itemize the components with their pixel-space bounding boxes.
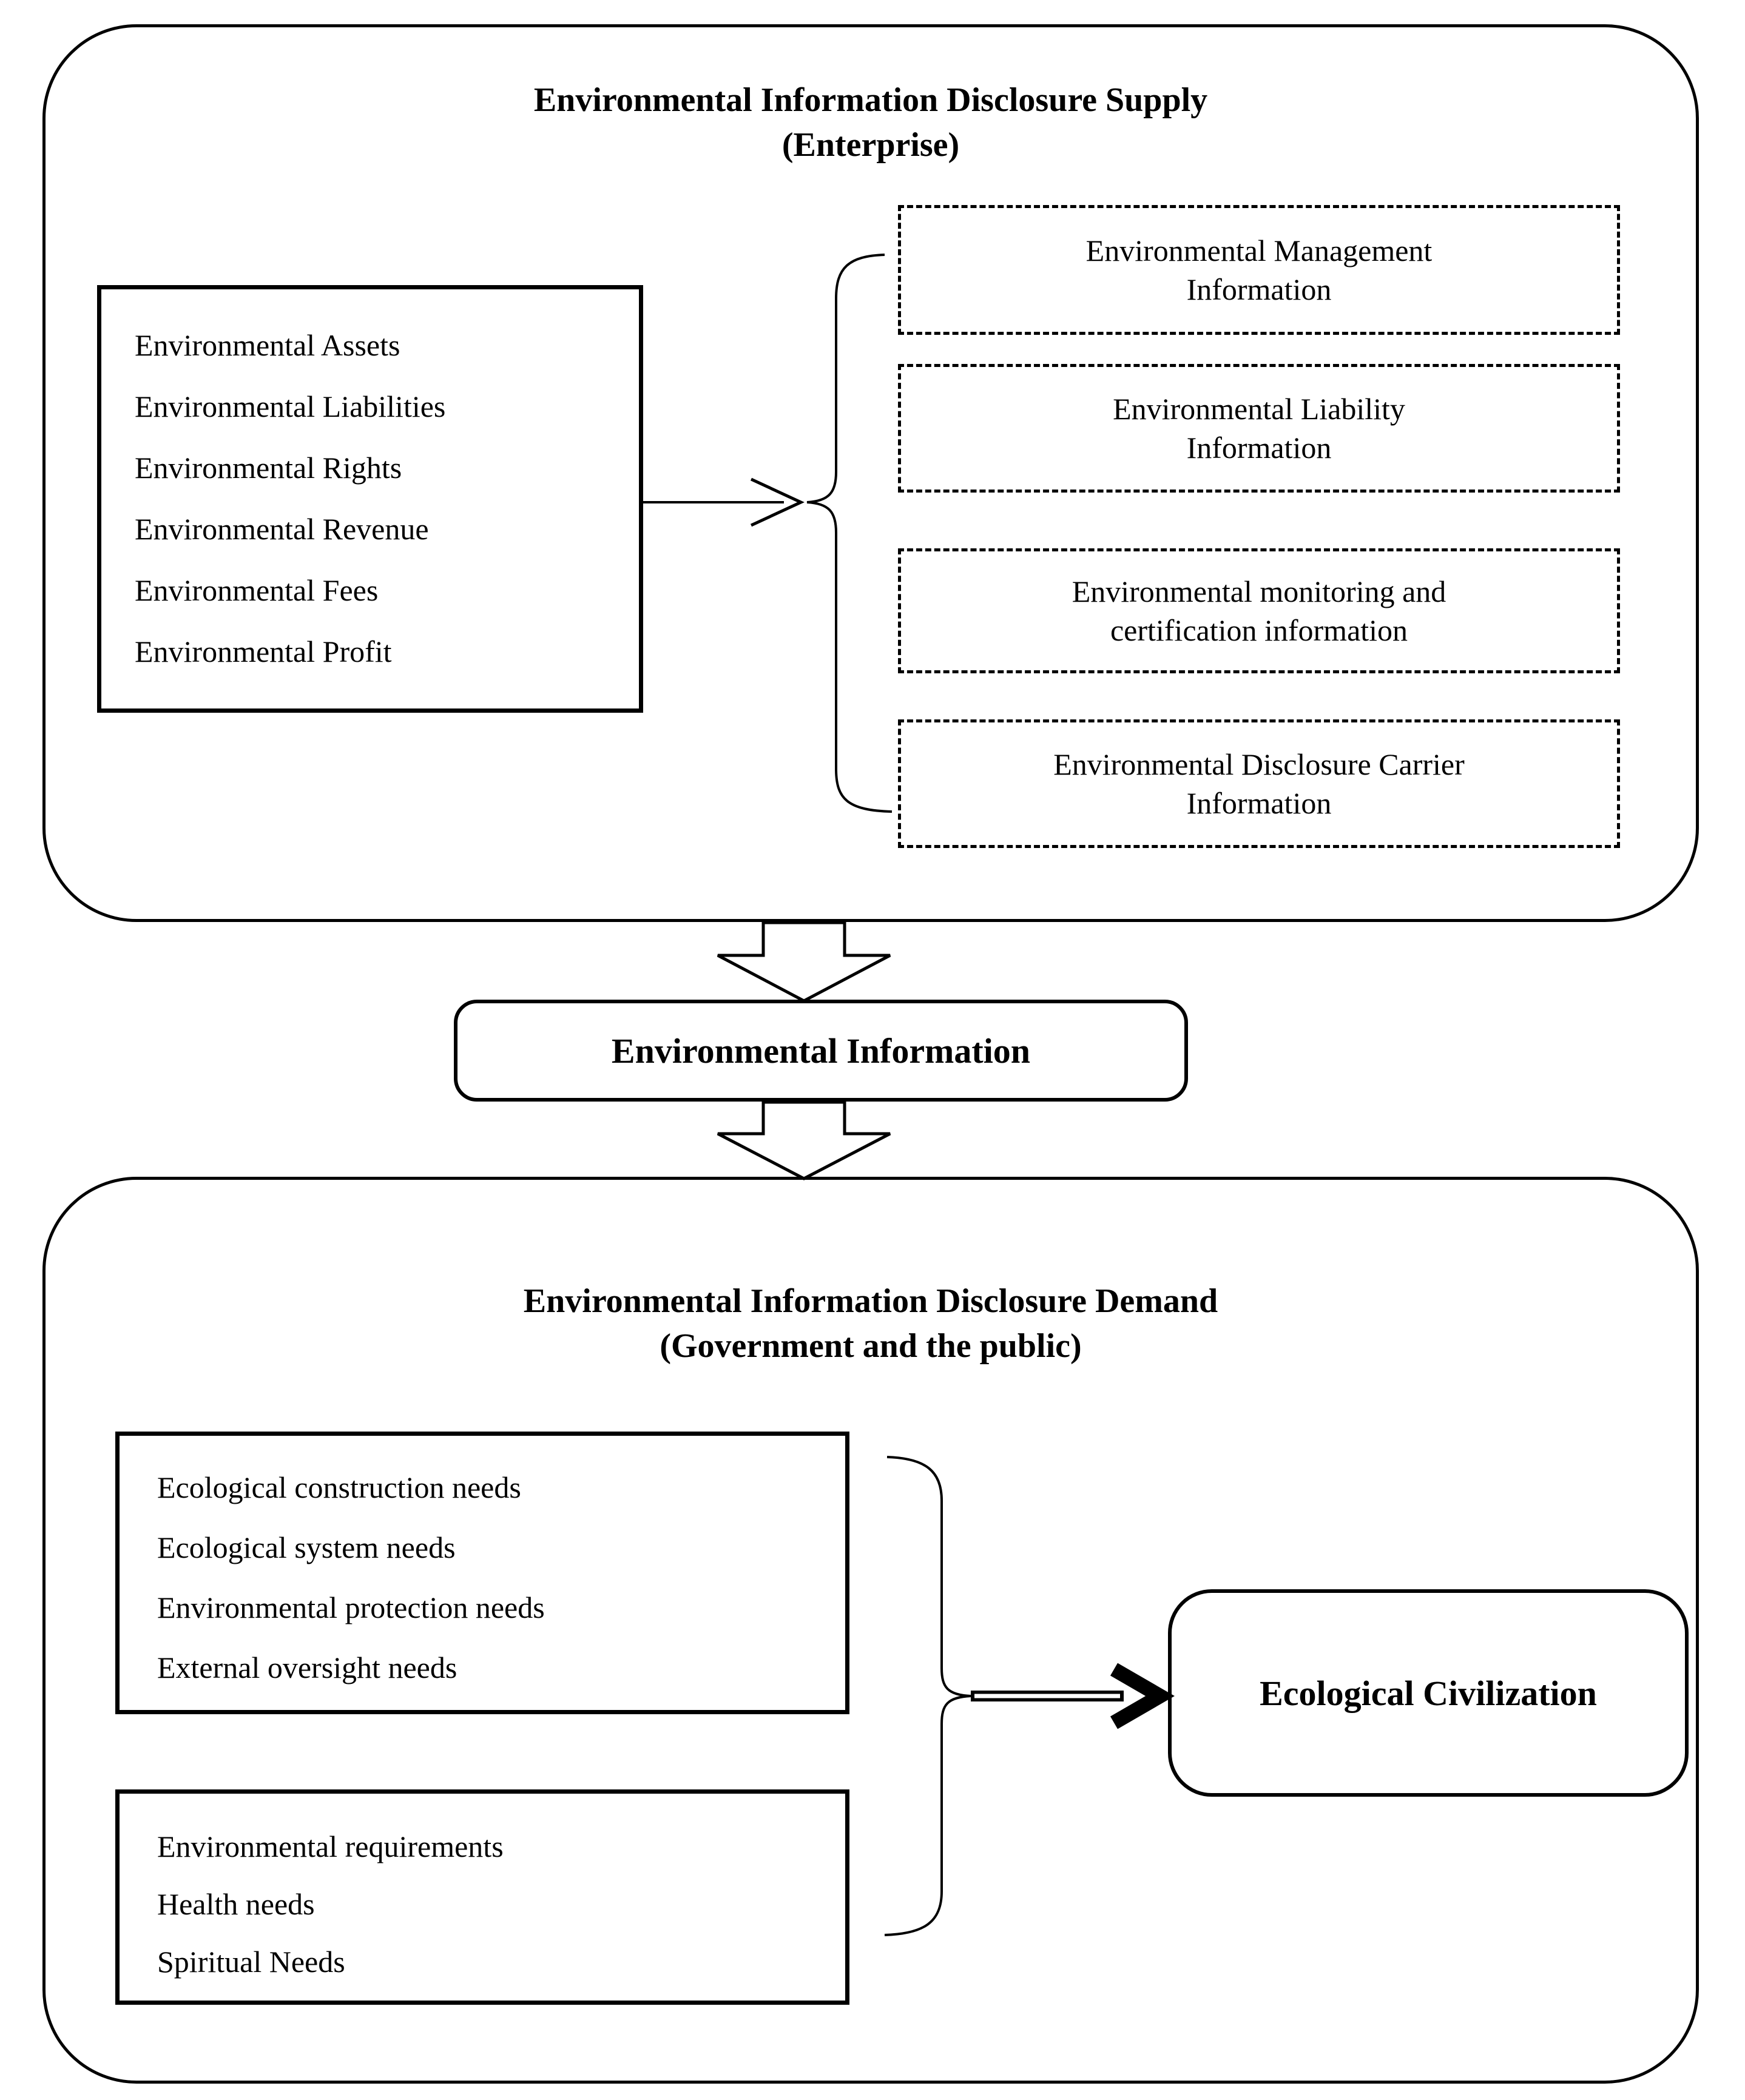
demand-need-item: Spiritual Needs xyxy=(157,1945,345,1979)
supply-items-box: Environmental Assets Environmental Liabi… xyxy=(97,285,643,713)
demand-need-item: Ecological system needs xyxy=(157,1530,456,1564)
supply-item: Environmental Liabilities xyxy=(135,389,446,423)
info-box-environmental-management: Environmental Management Information xyxy=(898,205,1620,335)
supply-item: Environmental Fees xyxy=(135,573,379,607)
supply-item: Environmental Revenue xyxy=(135,512,429,546)
demand-need-item: Environmental protection needs xyxy=(157,1590,545,1624)
supply-item: Environmental Rights xyxy=(135,451,402,485)
ecological-civilization-label: Ecological Civilization xyxy=(1260,1673,1597,1713)
environmental-information-label: Environmental Information xyxy=(611,1031,1031,1071)
demand-need-item: Ecological construction needs xyxy=(157,1470,521,1504)
ecological-civilization-box: Ecological Civilization xyxy=(1168,1589,1689,1797)
down-block-arrow-icon xyxy=(717,1100,891,1180)
demand-need-item: Environmental requirements xyxy=(157,1829,504,1863)
info-box-monitoring-certification: Environmental monitoring and certificati… xyxy=(898,548,1620,673)
down-block-arrow-icon xyxy=(717,921,891,1003)
demand-needs-box-2: Environmental requirements Health needs … xyxy=(115,1789,849,2005)
environmental-information-box: Environmental Information xyxy=(454,1000,1188,1102)
supply-item: Environmental Assets xyxy=(135,328,400,362)
supply-item: Environmental Profit xyxy=(135,634,392,668)
demand-needs-box-1: Ecological construction needs Ecological… xyxy=(115,1432,849,1714)
demand-need-item: Health needs xyxy=(157,1887,315,1921)
info-box-environmental-liability: Environmental Liability Information xyxy=(898,364,1620,493)
info-box-disclosure-carrier: Environmental Disclosure Carrier Informa… xyxy=(898,719,1620,848)
supply-section-title: Environmental Information Disclosure Sup… xyxy=(533,81,1208,164)
demand-section-title: Environmental Information Disclosure Dem… xyxy=(523,1282,1218,1365)
demand-need-item: External oversight needs xyxy=(157,1651,457,1684)
